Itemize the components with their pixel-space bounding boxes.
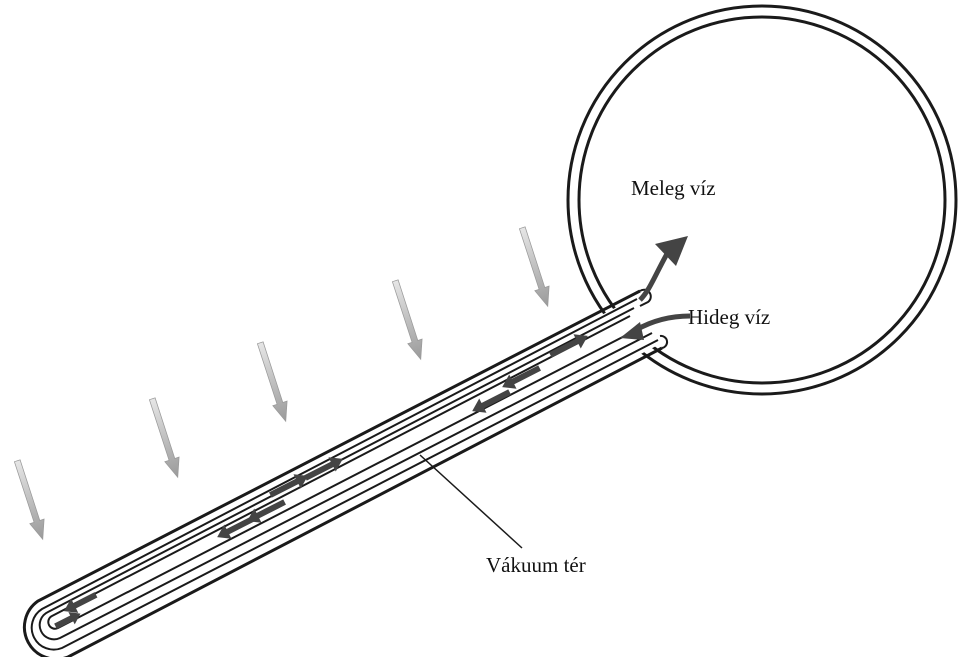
vacuum-space-label: Vákuum tér xyxy=(486,553,586,577)
flow-arrow-up xyxy=(54,611,81,630)
flow-arrow-up xyxy=(304,457,343,481)
flow-arrow-up xyxy=(269,474,308,498)
warm-water-arrow xyxy=(638,236,688,302)
flow-arrow-down xyxy=(63,592,98,613)
flow-arrow-down xyxy=(472,389,511,413)
flow-arrows xyxy=(54,334,588,630)
sun-ray-arrow xyxy=(514,224,556,310)
sun-ray-arrow xyxy=(144,395,186,481)
flow-arrow-down xyxy=(217,515,256,539)
sun-ray-arrow xyxy=(387,277,429,363)
sun-ray-arrow xyxy=(9,457,51,543)
flow-arrow-down xyxy=(247,499,286,523)
cold-water-label: Hideg víz xyxy=(688,305,771,329)
warm-water-label: Meleg víz xyxy=(631,176,716,200)
cold-water-arrow xyxy=(620,313,691,340)
storage-tank xyxy=(566,4,958,396)
sun-ray-arrow xyxy=(252,339,294,425)
flow-arrow-down xyxy=(502,365,541,389)
flow-arrow-up xyxy=(549,334,588,358)
vacuum-leader-line xyxy=(419,454,523,549)
